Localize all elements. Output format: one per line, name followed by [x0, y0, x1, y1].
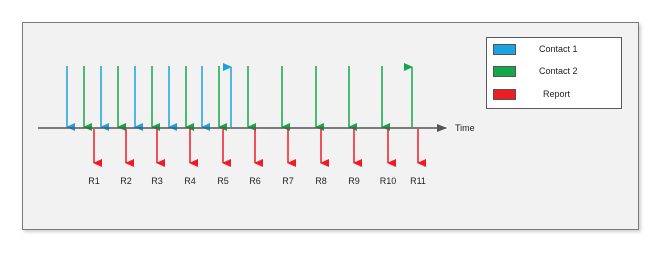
legend-swatch-contact-2 — [493, 66, 516, 77]
report-label: R1 — [88, 176, 100, 186]
legend: Contact 1 Contact 2 Report — [486, 37, 622, 109]
report-label: R7 — [282, 176, 294, 186]
legend-label-contact-1: Contact 1 — [539, 44, 578, 54]
legend-swatch-contact-1 — [493, 44, 516, 55]
legend-label-contact-2: Contact 2 — [539, 66, 578, 76]
contact-arrows — [66, 63, 413, 131]
report-label: R4 — [184, 176, 196, 186]
report-label: R8 — [315, 176, 327, 186]
report-label: R10 — [380, 176, 397, 186]
report-label: R3 — [151, 176, 163, 186]
report-arrows: R1 R2 R3 R4 R5 R6 R7 R8 R9 R10 R11 — [88, 129, 426, 186]
legend-item-contact-2: Contact 2 — [493, 65, 617, 79]
legend-swatch-report — [493, 89, 516, 100]
report-label: R5 — [217, 176, 229, 186]
legend-item-report: Report — [493, 88, 617, 102]
legend-label-report: Report — [543, 89, 571, 99]
report-label: R2 — [120, 176, 132, 186]
time-axis-label: Time — [455, 123, 475, 133]
report-label: R9 — [348, 176, 360, 186]
report-label: R6 — [249, 176, 261, 186]
legend-item-contact-1: Contact 1 — [493, 43, 617, 57]
report-label: R11 — [410, 176, 426, 186]
